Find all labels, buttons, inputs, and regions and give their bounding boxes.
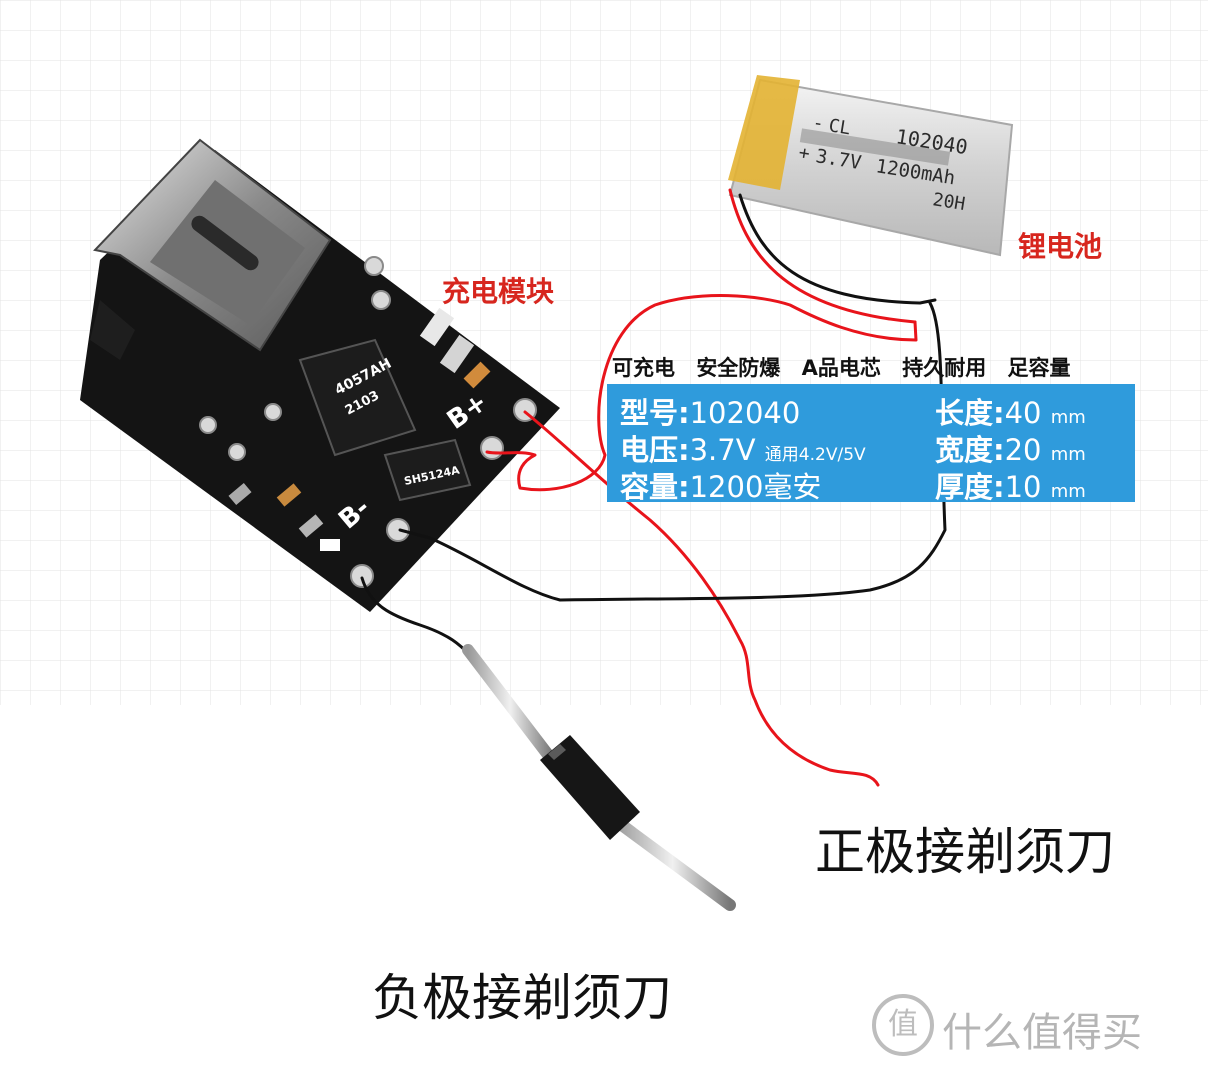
battery-tape [728, 75, 800, 190]
spec-row-width: 宽度:20 mm [935, 433, 1086, 467]
battery-feature-list: 可充电 安全防爆 A品电芯 持久耐用 足容量 [612, 352, 1085, 382]
spec-row-thickness: 厚度:10 mm [935, 470, 1086, 504]
diode-body [540, 735, 640, 840]
watermark-text: 什么值得买 [942, 1010, 1142, 1056]
smd-components [228, 307, 491, 551]
battery-black-lead [738, 193, 937, 305]
charger-chip-4057: 4057AH 2103 [298, 338, 417, 457]
feature-item: 安全防爆 [696, 356, 781, 380]
feature-item: 可充电 [612, 356, 675, 380]
lithium-battery: - CL 102040 + 3.7V 1200mAh 20H [728, 75, 1014, 257]
svg-text:-: - [811, 112, 825, 134]
feature-item: A品电芯 [801, 356, 881, 380]
svg-text:20H: 20H [931, 189, 966, 215]
diode-icon [462, 644, 736, 911]
feature-item: 足容量 [1007, 356, 1071, 380]
battery-spec-card [607, 384, 1135, 502]
spec-row-voltage: 电压:3.7V 通用4.2V/5V [620, 433, 866, 467]
spec-row-length: 长度:40 mm [935, 396, 1086, 430]
solder-pads [199, 256, 537, 588]
red-wire-battery-positive [485, 294, 918, 492]
protection-chip: SH5124A [383, 438, 472, 502]
black-wire-shaver-negative [360, 576, 472, 657]
spec-row-capacity: 容量:1200毫安 [620, 470, 822, 504]
charging-module-label: 充电模块 [442, 275, 555, 308]
lithium-battery-label: 锂电池 [1018, 230, 1103, 263]
svg-text:+: + [797, 142, 811, 164]
usb-c-connector-icon [93, 138, 332, 352]
feature-item: 持久耐用 [902, 356, 987, 380]
battery-red-lead [728, 188, 917, 324]
positive-to-shaver-label: 正极接剃须刀 [815, 823, 1115, 881]
pin1-marker [320, 539, 340, 551]
svg-text:CL: CL [827, 115, 852, 139]
spec-row-model: 型号:102040 [620, 396, 801, 430]
charging-module-pcb: 4057AH 2103 SH5124A [80, 138, 560, 612]
negative-to-shaver-label: 负极接剃须刀 [372, 969, 672, 1027]
watermark-logo-icon: 值 [872, 994, 934, 1056]
